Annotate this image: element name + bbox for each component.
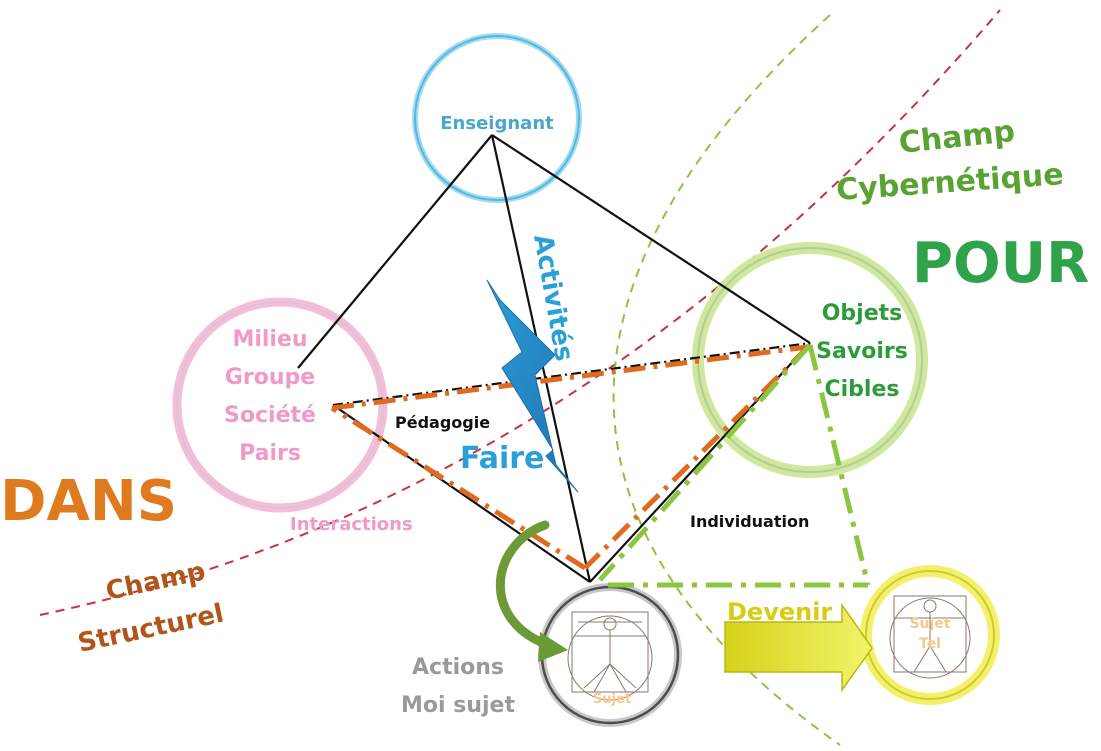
interaction-return-arrowhead [538,632,568,662]
structural-boundary-line [39,9,1001,616]
actions-label-line-1: Actions [412,655,504,680]
champ-structurel-line-1: Champ [103,557,208,607]
sujet-tel-node: Sujet Tel [860,565,1000,705]
sujet-tel-line-1: Sujet [909,616,950,632]
pour-label: POUR [912,231,1089,296]
objets-line-3: Cibles [825,377,900,402]
actions-label-line-2: Moi sujet [401,693,515,718]
dans-label: DANS [0,469,177,534]
champ-cybernetique-line-2: Cybernétique [835,157,1065,208]
champ-cybernetique-line-1: Champ [897,114,1016,161]
individuation-label: Individuation [690,512,809,531]
faire-label: Faire [460,441,544,476]
sujet-label: Sujet [593,692,631,707]
vitruvian-man-tel-icon [889,595,971,679]
activity-lightning-arrow [486,279,579,493]
pedagogy-triangle [330,344,810,571]
enseignant-label: Enseignant [440,113,554,134]
devenir-arrow [724,602,873,693]
vitruvian-man-icon [567,611,653,701]
cybernetic-boundary-line [612,14,841,746]
champ-structurel-line-2: Structurel [75,599,226,659]
devenir-label: Devenir [727,598,832,626]
sujet-tel-line-2: Tel [919,636,941,652]
individuation-path [598,343,871,588]
objets-line-2: Savoirs [816,339,908,364]
milieu-line-4: Pairs [239,441,301,466]
objets-node: Objets Savoirs Cibles [692,242,928,478]
pedagogie-label: Pédagogie [395,413,490,432]
interactions-label: Interactions [290,514,413,535]
interaction-return-arrow [495,520,553,650]
enseignant-node: Enseignant [412,33,582,203]
milieu-node: Milieu Groupe Société Pairs [172,297,388,513]
objets-line-1: Objets [822,301,903,326]
milieu-line-3: Société [224,403,316,428]
milieu-line-1: Milieu [232,327,307,352]
sujet-node: Sujet [538,583,682,727]
milieu-line-2: Groupe [225,365,315,390]
